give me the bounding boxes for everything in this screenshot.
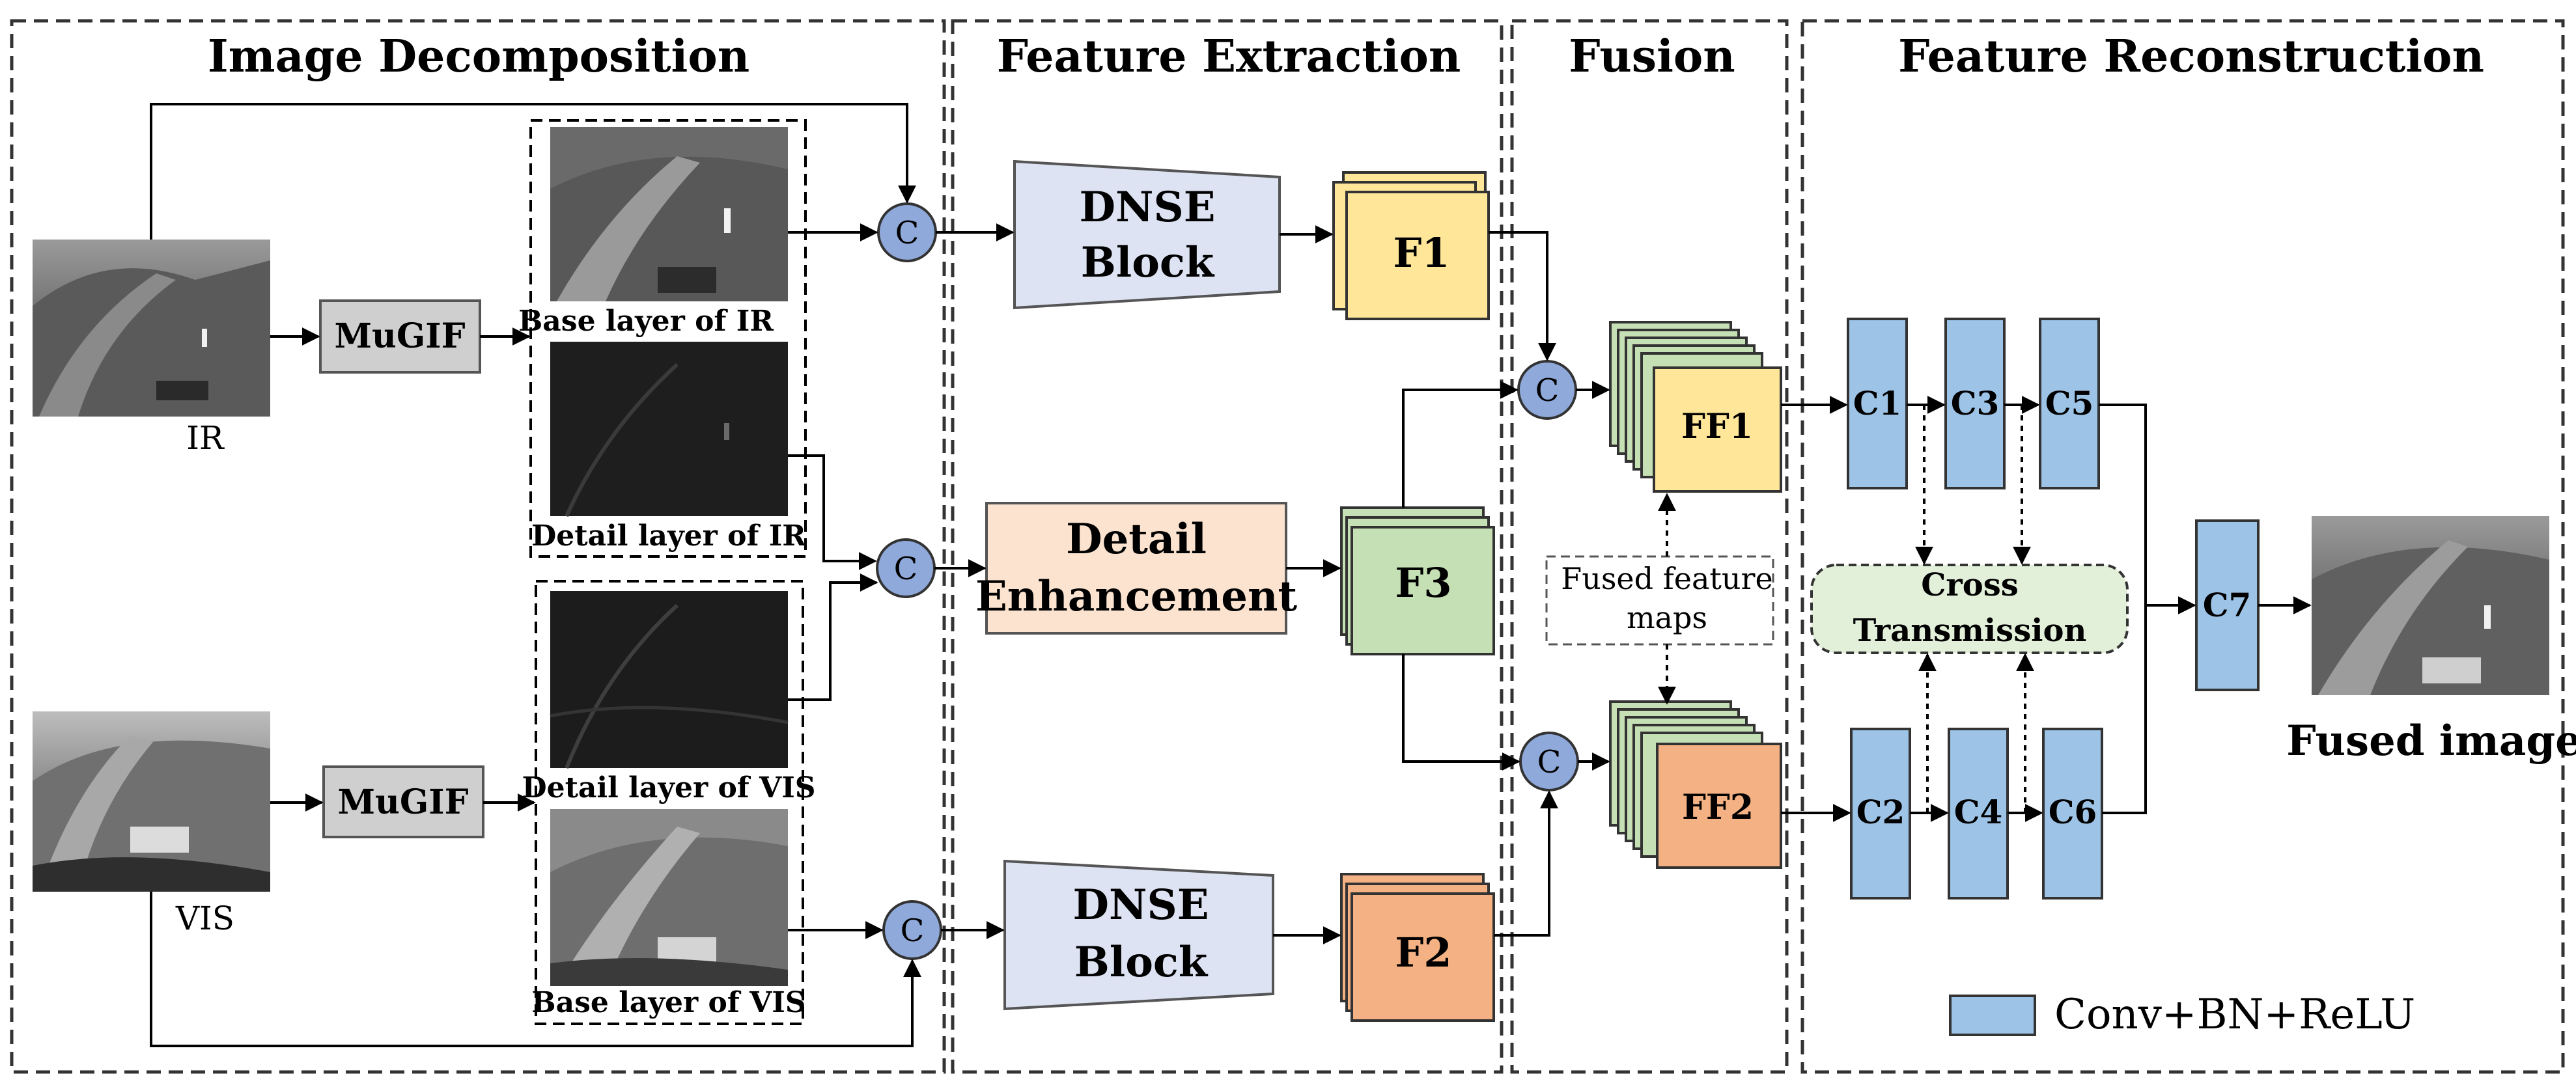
fused-stack-ff1 [1609,321,1782,493]
mugif-label-ir: MuGIF [334,316,465,356]
section-title-extraction: Feature Extraction [997,31,1461,83]
concat-5-label: C [1537,744,1561,780]
ff2-label: FF2 [1682,788,1754,827]
section-frames [10,19,2565,1074]
feature-stack-f2 [1340,873,1495,1022]
section-title-fusion: Fusion [1569,31,1735,83]
base-layer-ir-label: Base layer of IR [518,305,774,338]
vis-label: VIS [175,900,234,937]
feature-stack-f3 [1340,506,1495,655]
dnse-block-bottom [1003,859,1274,1011]
concat-4-label: C [1535,372,1560,409]
section-title-decomposition: Image Decomposition [208,31,749,83]
dnse-bottom-line1: DNSE [1073,881,1209,929]
conv-c3-label: C3 [1951,384,2000,422]
dnse-top-line2: Block [1081,238,1215,287]
fused-note-line2: maps [1627,600,1707,635]
frame-extraction [951,19,1504,1074]
base-layer-ir-image [550,127,788,301]
frame-decomposition [10,19,946,1074]
cross-transmission-block [1810,564,2129,654]
detail-enhancement-block [985,502,1287,635]
conv-c2-label: C2 [1856,793,1905,831]
legend-label: Conv+BN+ReLU [2054,991,2415,1039]
section-title-reconstruction: Feature Reconstruction [1898,31,2484,83]
fused-output-image [2312,516,2549,695]
conv-c7 [2195,519,2260,691]
detail-enhancement-line2: Enhancement [975,572,1298,621]
detail-layer-ir-label: Detail layer of IR [531,519,806,553]
ff1-label: FF1 [1681,407,1753,446]
mugif-label-vis: MuGIF [337,782,468,822]
mugif-block-ir [319,299,481,374]
dnse-bottom-line2: Block [1074,938,1209,987]
legend-swatch [1949,995,2036,1036]
f1-label: F1 [1393,229,1449,277]
conv-c6 [2042,728,2103,900]
concat-3-label: C [901,913,925,949]
concat-1-label: C [895,215,919,251]
conv-c4-label: C4 [1954,793,2003,831]
dnse-top-line1: DNSE [1080,183,1216,232]
conv-c4 [1948,728,2009,900]
base-layer-vis-image [550,809,788,986]
conv-c2 [1850,728,1911,900]
conv-c5-label: C5 [2045,384,2094,422]
f2-label: F2 [1395,929,1451,976]
fused-feature-maps-note [1545,555,1774,646]
fused-note-line1: Fused feature [1561,561,1772,596]
cross-line1: Cross [1921,567,2019,603]
concat-2-label: C [894,551,918,587]
conv-c7-label: C7 [2203,586,2252,624]
vis-layers-group [535,580,804,1025]
conv-c6-label: C6 [2049,793,2097,831]
feature-stack-f1 [1332,171,1490,320]
frame-reconstruction [1800,19,2565,1074]
base-layer-vis-label: Base layer of VIS [531,986,805,1019]
detail-enhancement-line1: Detail [1066,515,1207,564]
cross-line2: Transmission [1853,612,2087,649]
conv-c5 [2039,318,2100,489]
fused-stack-ff2 [1609,700,1782,869]
f3-label: F3 [1395,559,1451,607]
conv-c1 [1847,318,1908,489]
concat-nodes: C C C C C [876,202,1579,960]
conv-c1-label: C1 [1853,384,1902,422]
conv-blocks [1847,318,2260,900]
frame-fusion [1510,19,1789,1074]
ir-label: IR [186,419,225,457]
dnse-block-top [1013,159,1281,310]
detail-layer-vis-image [550,591,789,769]
connectors [150,103,2312,1047]
vis-input-image [33,711,270,892]
fused-image-label: Fused image [2286,717,2576,765]
ir-input-image [33,240,270,417]
detail-layer-vis-label: Detail layer of VIS [522,771,815,804]
detail-layer-ir-image [550,342,788,517]
ir-layers-group [529,119,807,558]
